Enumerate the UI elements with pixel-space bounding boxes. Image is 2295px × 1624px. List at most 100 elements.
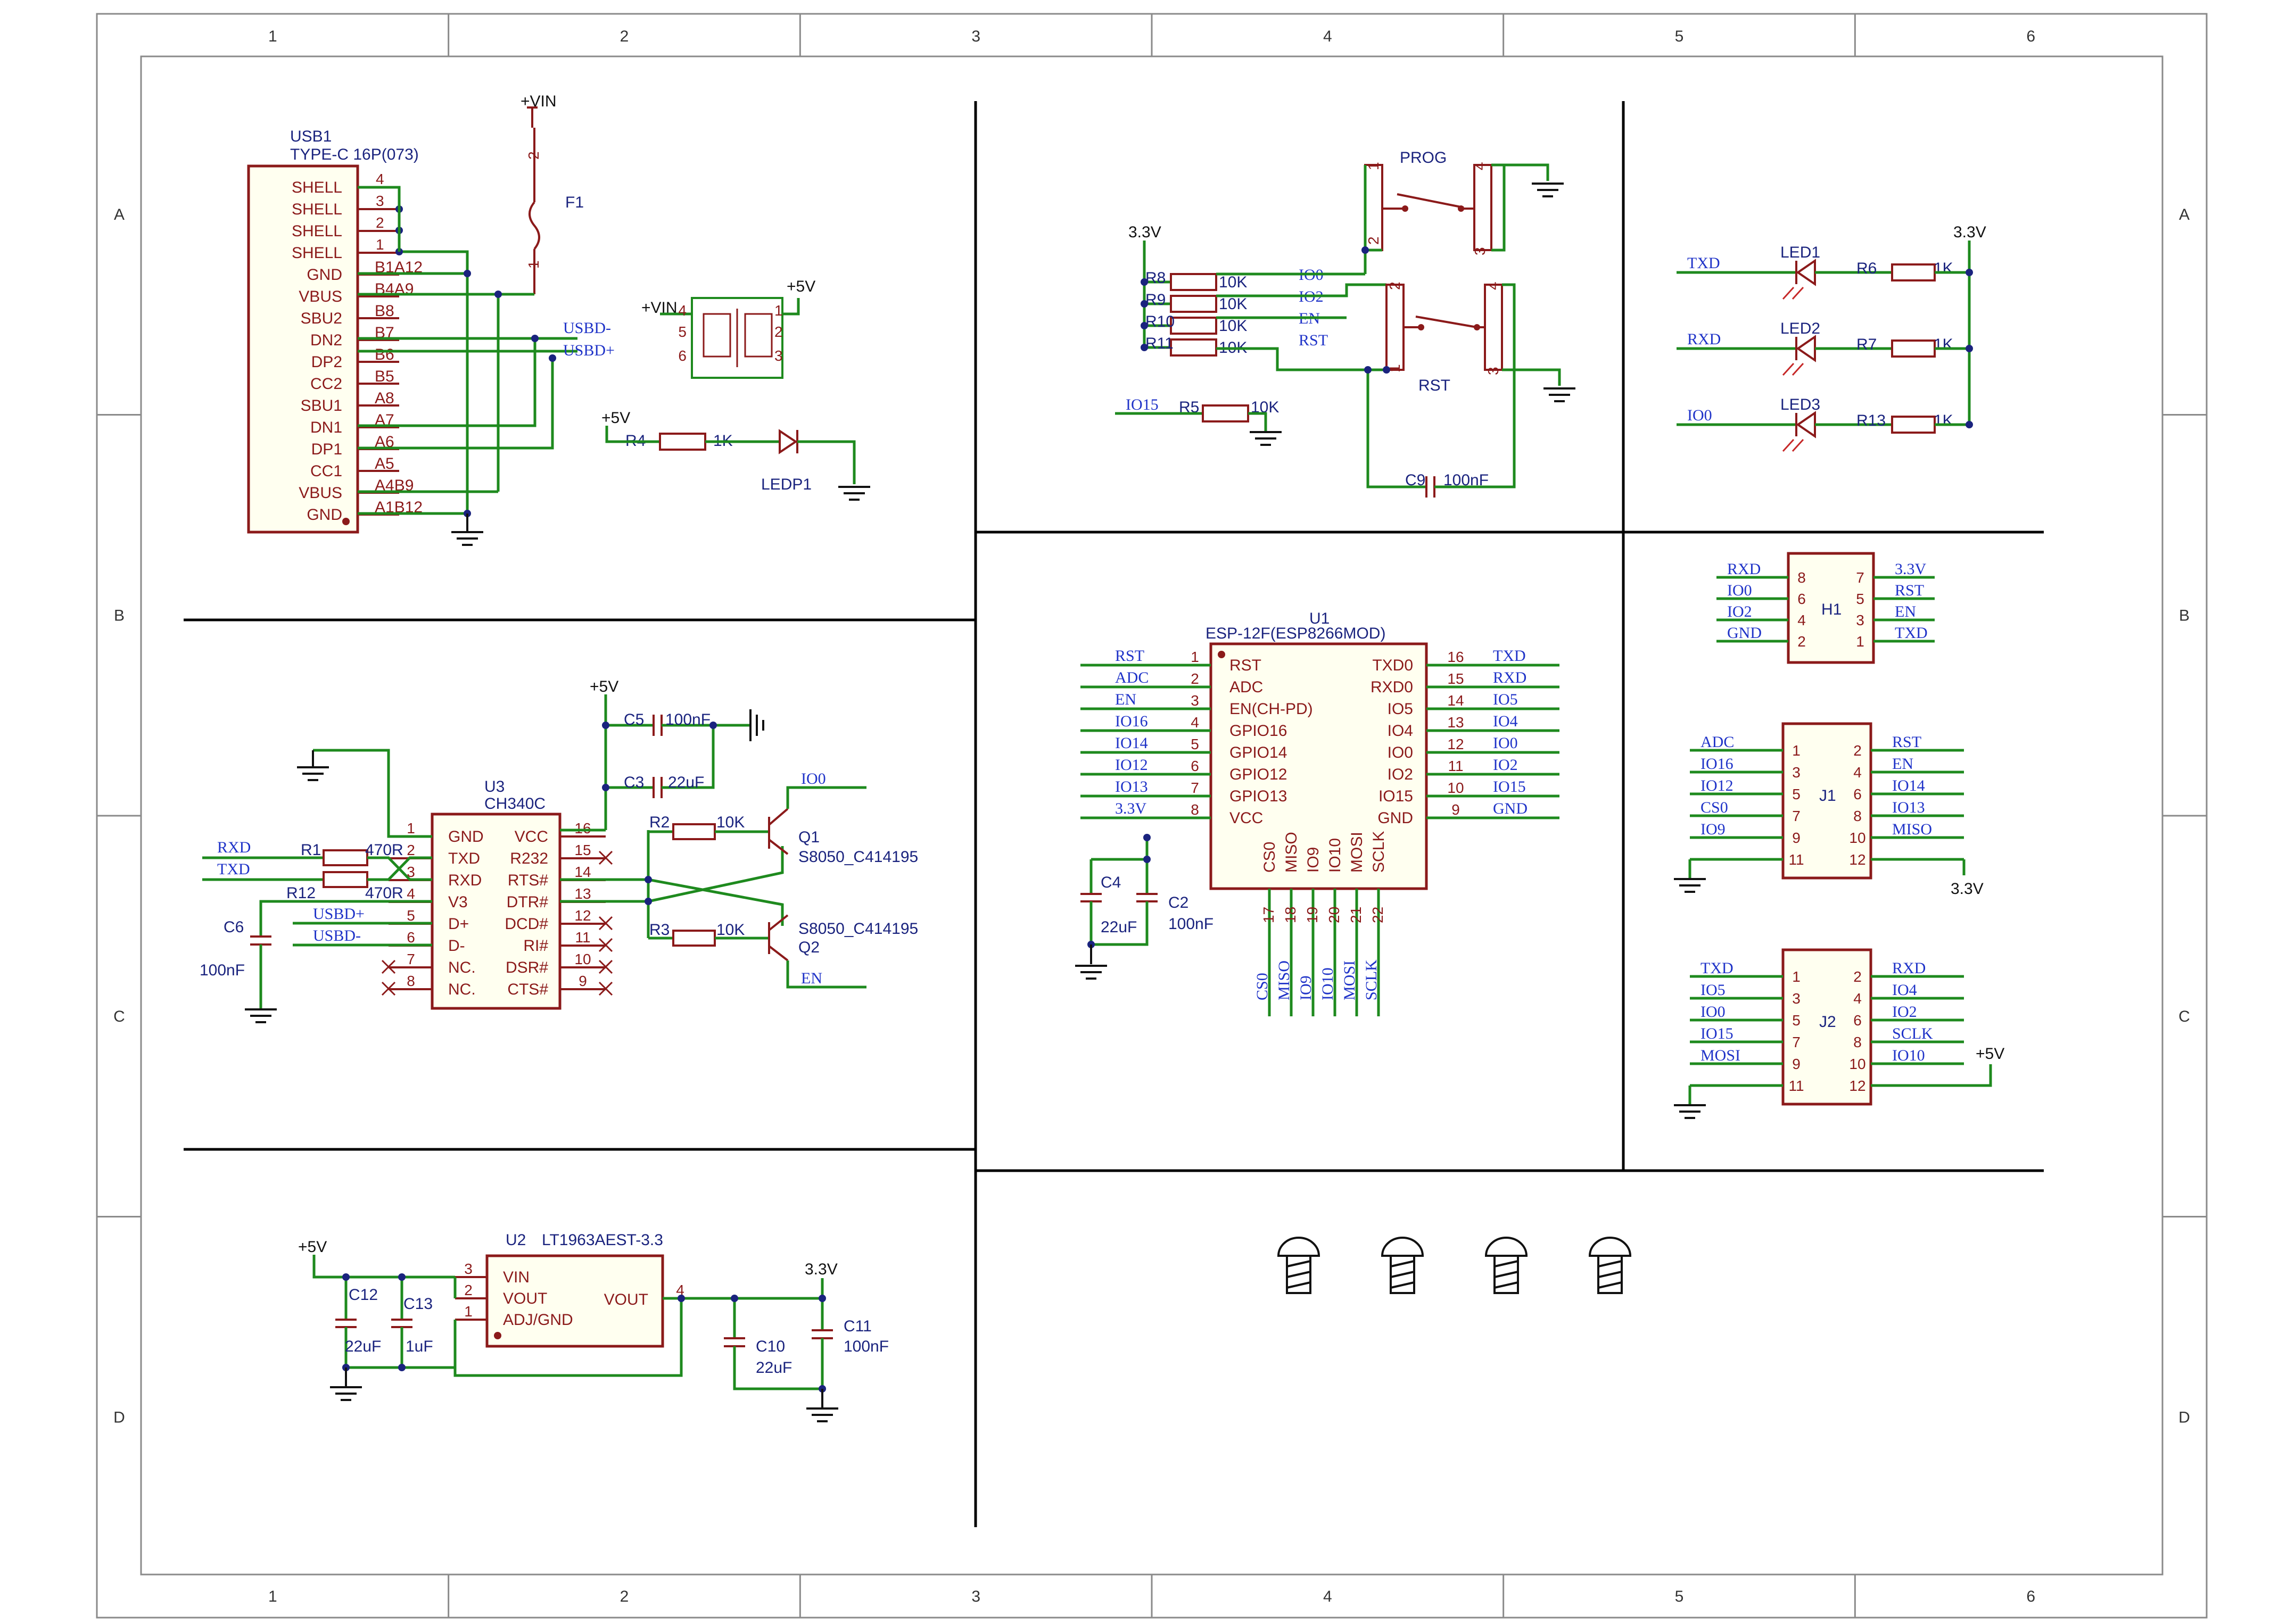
u2-left-num: 3 — [464, 1261, 473, 1277]
u1-left-net: IO16 — [1115, 712, 1148, 730]
u1-bottom-name: SCLK — [1370, 831, 1388, 873]
u1-right-num: 10 — [1447, 780, 1464, 796]
h1-net-right: EN — [1895, 603, 1916, 620]
u3-q2-val: S8050_C414195 — [798, 920, 918, 938]
esp-body — [1209, 642, 1428, 890]
j1-pin-left: 3 — [1792, 764, 1801, 781]
u3-left-num: 1 — [407, 820, 415, 836]
j2-pin-left: 3 — [1792, 990, 1801, 1007]
h1-pin-right: 7 — [1856, 569, 1864, 586]
u2-right-name: VOUT — [604, 1291, 648, 1308]
zone-row-right-A: A — [2179, 206, 2190, 223]
h1-net-right: TXD — [1895, 624, 1928, 642]
u2-left-num: 1 — [464, 1303, 473, 1320]
j2-net-left: MOSI — [1700, 1047, 1740, 1064]
h1-pin-right: 1 — [1856, 633, 1864, 650]
u2-left-name: ADJ/GND — [503, 1311, 573, 1329]
u3-right-num: 12 — [574, 907, 591, 924]
fuse-pin-top: 2 — [525, 151, 542, 160]
u3-right-name: RTS# — [508, 872, 548, 889]
section-dividers — [184, 101, 2044, 1527]
zone-col-top-4: 4 — [1323, 28, 1332, 45]
u3-q2-ref: Q2 — [798, 939, 820, 956]
u1-left-net: IO12 — [1115, 756, 1148, 774]
u1-left-name: ADC — [1229, 678, 1263, 696]
u3-right-name: DSR# — [506, 959, 548, 976]
u1-right-num: 16 — [1447, 649, 1464, 665]
h1-net-left: IO0 — [1727, 582, 1752, 599]
j1-ground-icon — [1674, 878, 1706, 893]
u3-right-name: CTS# — [507, 981, 548, 998]
led-r-val: 1K — [1934, 336, 1953, 353]
j2-net-left: IO15 — [1700, 1025, 1733, 1042]
usb-usbd-plus: USBD+ — [563, 342, 615, 359]
led-r-ref: R13 — [1856, 412, 1886, 429]
j2-net-left: TXD — [1700, 959, 1733, 977]
zone-col-bottom-3: 3 — [971, 1588, 980, 1605]
u3-usbd-plus: USBD+ — [313, 905, 365, 923]
j2-ref: J2 — [1819, 1013, 1836, 1031]
usb-ground-icon — [451, 513, 483, 546]
u2-5v: +5V — [298, 1238, 327, 1256]
u3-right-num: 14 — [574, 864, 591, 880]
u3-left-num: 2 — [407, 842, 415, 858]
zone-col-top-6: 6 — [2026, 28, 2035, 45]
u1-right-net: GND — [1493, 800, 1528, 817]
u3-r3-ref: R3 — [649, 921, 670, 939]
u1-bottom-num: 22 — [1369, 907, 1386, 923]
u1-left-num: 2 — [1191, 670, 1199, 687]
j1-ref: J1 — [1819, 787, 1836, 805]
led-net: TXD — [1687, 254, 1720, 272]
j2-ground-icon — [1674, 1104, 1706, 1119]
u1-bottom-name: MISO — [1283, 832, 1300, 873]
rst-pin-4: 4 — [1485, 281, 1501, 290]
u1-right-num: 11 — [1448, 758, 1463, 774]
u1-left-name: GPIO12 — [1229, 766, 1287, 783]
led-net: IO0 — [1687, 407, 1712, 424]
u3-r12-val: 470R — [365, 884, 403, 902]
zone-row-right-B: B — [2179, 607, 2190, 624]
zone-col-bottom-1: 1 — [268, 1588, 277, 1605]
u3-c3-val: 22uF — [668, 774, 704, 791]
power-led: +5V R4 1K LEDP1 — [601, 409, 870, 501]
j2-pin-left: 9 — [1792, 1056, 1801, 1072]
usb-pin-name: SHELL — [292, 244, 342, 262]
led-r-val: 1K — [1934, 260, 1953, 277]
btn-resistor-val: 10K — [1219, 274, 1247, 291]
j2-net-right: IO4 — [1892, 981, 1917, 999]
screw-icon — [1588, 1237, 1632, 1294]
j2-pin-right: 2 — [1853, 968, 1862, 985]
u3-left-name: RXD — [448, 872, 482, 889]
btn-resistor-val: 10K — [1219, 295, 1247, 313]
pled-ground-icon — [838, 486, 870, 501]
esd-pin-num: 2 — [774, 324, 783, 340]
btn-c9-val: 100nF — [1443, 471, 1489, 489]
u3-left-name: D- — [448, 937, 465, 955]
prog-ground-icon — [1532, 183, 1564, 197]
zone-col-top-5: 5 — [1675, 28, 1684, 45]
j1-33v: 3.3V — [1951, 880, 1984, 898]
u3-left-name: D+ — [448, 915, 469, 933]
j1-pin-right: 2 — [1853, 742, 1862, 759]
u1-bottom-net: CS0 — [1253, 973, 1271, 1000]
u3-right-num: 13 — [574, 885, 591, 902]
h1-pin-right: 5 — [1856, 591, 1864, 607]
h1-net-right: RST — [1895, 582, 1924, 599]
j1-pin-left: 9 — [1792, 830, 1801, 846]
usb-pin-label: B6 — [375, 346, 394, 363]
u1-left-name: GPIO14 — [1229, 744, 1287, 761]
zone-col-bottom-6: 6 — [2026, 1588, 2035, 1605]
usb-pin-num: 3 — [376, 193, 384, 209]
rst-ground-icon — [1543, 387, 1575, 402]
usb-pin-num: 1 — [376, 236, 384, 253]
zone-row-left-C: C — [113, 1008, 125, 1025]
u3-right-name: RI# — [523, 937, 548, 955]
j1-net-right: MISO — [1892, 821, 1932, 838]
j2-pin-left: 5 — [1792, 1012, 1801, 1029]
usb-pin-num: 4 — [376, 171, 384, 187]
zone-row-left-D: D — [113, 1408, 125, 1426]
btn-resistor-ref: R9 — [1145, 291, 1166, 309]
